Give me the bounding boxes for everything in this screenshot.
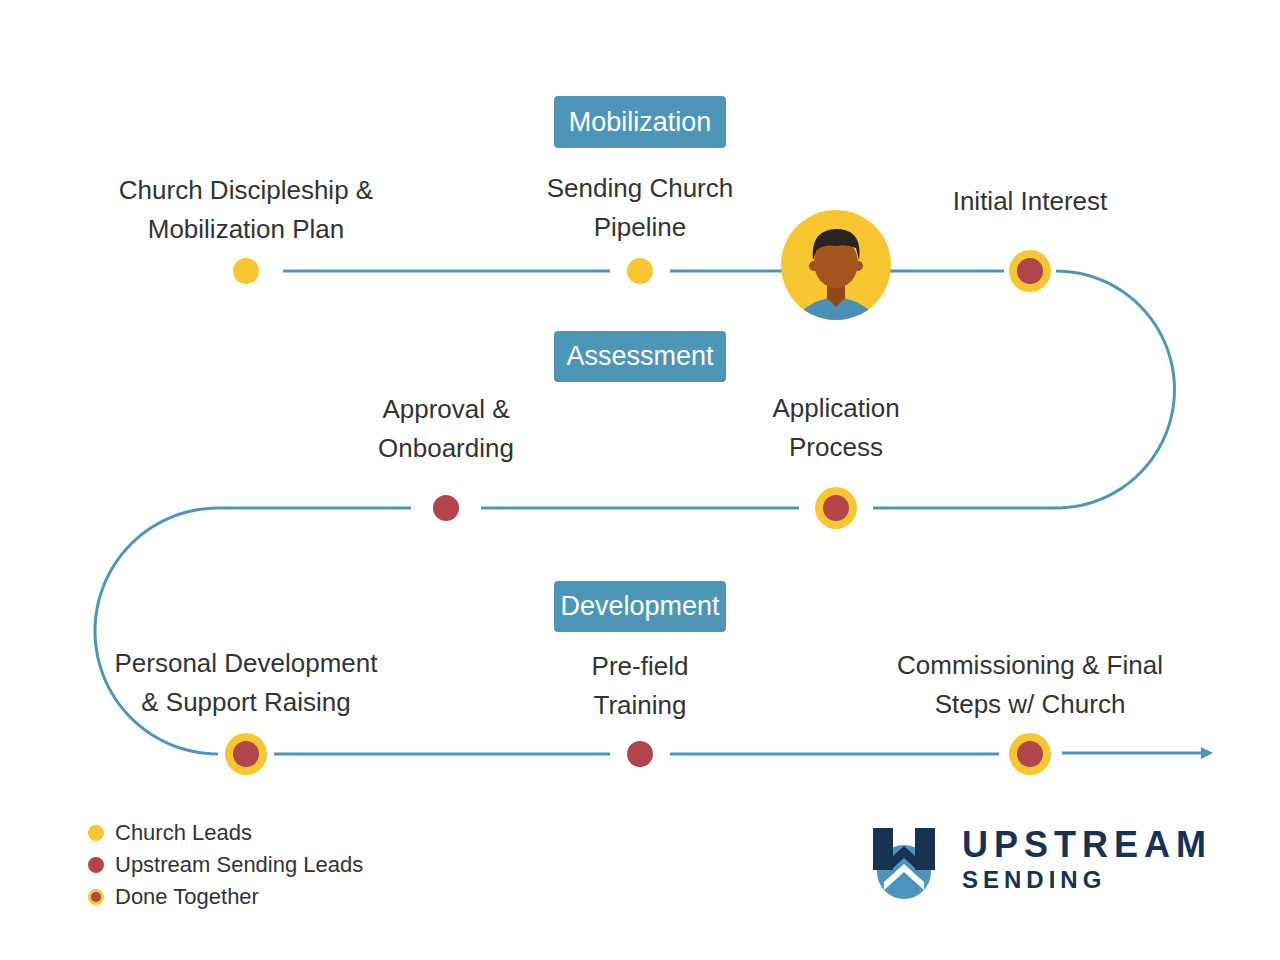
phase-label: Mobilization <box>569 107 712 138</box>
milestone-label: Initial Interest <box>880 182 1180 221</box>
milestone-label-group: Initial Interest <box>880 182 1180 221</box>
milestone-label-group: Sending Church Pipeline <box>525 169 755 247</box>
logo-text: UPSTREAM <box>962 827 1212 863</box>
dot-shape <box>999 734 1061 774</box>
avatar-hair <box>813 229 860 260</box>
legend-item: Church Leads <box>88 820 252 846</box>
legend-swatch <box>88 889 104 905</box>
path-connector <box>283 270 610 273</box>
legend-swatch <box>88 857 104 873</box>
milestone-dot: Pre-field Training <box>610 734 670 774</box>
arrow-line <box>1062 752 1204 755</box>
dot-ring <box>225 733 267 775</box>
dot-core <box>823 495 849 521</box>
legend-swatch <box>88 825 104 841</box>
phase-badge: Development <box>554 581 726 632</box>
dot-ring <box>1009 733 1051 775</box>
milestone-dot: Approval & Onboarding <box>411 488 481 528</box>
milestone-dot: Initial Interest <box>1004 251 1056 291</box>
dot-core <box>1017 741 1043 767</box>
logo-chevron <box>884 864 924 890</box>
dot-core <box>627 741 653 767</box>
milestone-label-group: Personal Development & Support Raising <box>108 644 384 722</box>
dot-shape <box>1004 251 1056 291</box>
milestone-label: Church Discipleship & Mobilization Plan <box>96 171 396 249</box>
avatar-shirt <box>792 297 880 340</box>
phase-badge: Assessment <box>554 331 726 382</box>
dot-core <box>1017 258 1043 284</box>
person-avatar <box>781 210 891 340</box>
dot-shape <box>610 251 670 291</box>
dot-core <box>233 741 259 767</box>
milestone-dot: Commissioning & Final Steps w/ Church <box>999 734 1061 774</box>
path-connector <box>670 270 1004 273</box>
legend-text: Church Leads <box>115 820 252 846</box>
milestone-label-group: Approval & Onboarding <box>346 390 546 468</box>
path-connector <box>873 271 1175 508</box>
dot-ring <box>1009 250 1051 292</box>
avatar-circle <box>781 210 891 320</box>
dot-shape <box>411 488 481 528</box>
logo-circle <box>877 845 931 899</box>
dot-ring <box>815 487 857 529</box>
dot-shape <box>799 488 873 528</box>
logo-text: SENDING <box>962 868 1106 892</box>
dot-shape <box>610 734 670 774</box>
milestone-label-group: Pre-field Training <box>560 647 720 725</box>
path-connector <box>670 753 999 756</box>
avatar-collar <box>826 297 846 307</box>
milestone-label-group: Church Discipleship & Mobilization Plan <box>96 171 396 249</box>
milestone-dot: Sending Church Pipeline <box>610 251 670 291</box>
legend-text: Upstream Sending Leads <box>115 852 363 878</box>
dot-shape <box>209 251 283 291</box>
milestone-label: Pre-field Training <box>560 647 720 725</box>
logo-bar <box>873 828 893 870</box>
phase-label: Development <box>560 591 719 622</box>
logo-bar <box>915 828 935 870</box>
milestone-label: Commissioning & Final Steps w/ Church <box>880 646 1180 724</box>
path-connector <box>95 508 411 754</box>
avatar-ear <box>853 261 863 271</box>
milestone-label: Approval & Onboarding <box>346 390 546 468</box>
legend-item: Upstream Sending Leads <box>88 852 363 878</box>
milestone-label: Personal Development & Support Raising <box>108 644 384 722</box>
logo-chevron <box>893 846 915 868</box>
dot-core <box>233 258 259 284</box>
path-connector <box>481 507 799 510</box>
arrow-head <box>1201 747 1213 759</box>
milestone-label: Application Process <box>741 389 931 467</box>
legend-item: Done Together <box>88 884 259 910</box>
dot-core <box>433 495 459 521</box>
end-arrow <box>1062 747 1213 759</box>
dot-core <box>627 258 653 284</box>
logo-mark <box>873 828 935 899</box>
milestone-label-group: Application Process <box>741 389 931 467</box>
milestone-label-group: Commissioning & Final Steps w/ Church <box>880 646 1180 724</box>
phase-badge: Mobilization <box>554 96 726 148</box>
phase-label: Assessment <box>566 341 713 372</box>
avatar-neck <box>827 280 845 300</box>
milestone-dot: Application Process <box>799 488 873 528</box>
path-connector <box>274 753 610 756</box>
milestone-label: Sending Church Pipeline <box>525 169 755 247</box>
legend-text: Done Together <box>115 884 259 910</box>
milestone-dot: Personal Development & Support Raising <box>218 734 274 774</box>
avatar-ear <box>809 261 819 271</box>
person-figure <box>792 229 880 340</box>
milestone-dot: Church Discipleship & Mobilization Plan <box>209 251 283 291</box>
dot-shape <box>218 734 274 774</box>
avatar-face <box>814 238 858 288</box>
